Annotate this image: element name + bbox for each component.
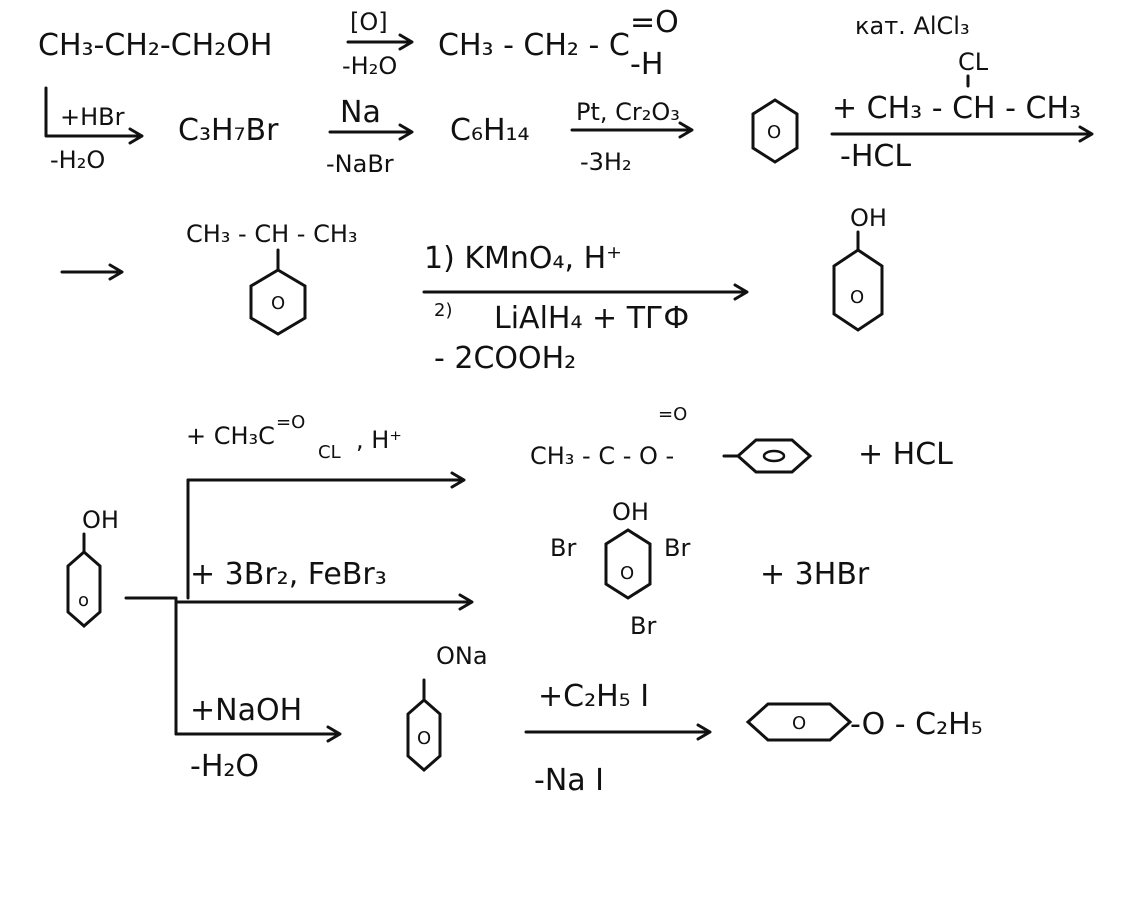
acylation-hcl-byproduct: + HCL [858, 437, 953, 472]
platinum-catalyst: Pt, Cr₂O₃ [576, 98, 680, 126]
propanol-formula: CH₃-CH₂-CH₂OH [38, 28, 272, 63]
tribromophenol-hydroxyl: OH [612, 498, 649, 526]
phenetole-ring-center: O [792, 713, 806, 734]
cumene-ring-center: O [271, 293, 285, 314]
nai-byproduct: -Na I [534, 763, 604, 798]
tribromophenol-ring: O [604, 528, 652, 600]
sodium-phenoxide-ona: ONa [436, 642, 488, 670]
propanal-carbonyl-oxygen: =O [630, 5, 679, 40]
tribromophenol-ring-center: O [620, 563, 634, 584]
hbr-byproduct: -H₂O [50, 146, 105, 174]
acetyl-chloride-reagent: + CH₃C [186, 422, 275, 450]
arrow-hbr [44, 86, 144, 145]
phenol-ring: O [832, 248, 884, 332]
propanal-hydrogen: -H [630, 47, 663, 82]
sodium-phenoxide-ring: O [406, 698, 442, 772]
hcl-byproduct: -HCL [840, 139, 911, 174]
arrow-continuation [60, 263, 124, 281]
arrow-acylation [186, 471, 466, 489]
propyl-bromide-formula: C₃H₇Br [178, 113, 279, 148]
catalyst-label: кат. AlCl₃ [855, 12, 970, 40]
hbr-reagent: +HBr [60, 103, 125, 131]
cumene-ring: O [249, 268, 307, 336]
arrow-wurtz [328, 123, 414, 141]
bromine-right: Br [664, 534, 690, 562]
oxidation-byproduct: -H₂O [342, 52, 397, 80]
phenyl-acetate-formula: CH₃ - C - O - [530, 442, 674, 470]
chlorine-substituent: CL [958, 48, 989, 76]
benzene-ring-center: O [767, 122, 781, 143]
phenetole-ring: O [745, 702, 853, 742]
arrow-bromination [174, 593, 474, 611]
bromine-reagent: + 3Br₂, FeBr₃ [190, 557, 387, 592]
hydrogen-byproduct: -3H₂ [580, 148, 632, 176]
starting-phenol-hydroxyl: OH [82, 506, 119, 534]
propanal-formula: CH₃ - CH₂ - C [438, 28, 630, 63]
kmno4-step: 1) KMnO₄, H⁺ [424, 241, 622, 276]
phenol-ring-center: O [850, 287, 864, 308]
hbr-byproduct: + 3HBr [760, 557, 870, 592]
starting-phenol-ring: o [66, 550, 102, 628]
benzene-ring: O [751, 98, 799, 164]
water-byproduct: -H₂O [190, 749, 259, 784]
arrow-oxidation-cumene [422, 283, 749, 301]
arrow-oxidation [346, 33, 414, 51]
nabr-byproduct: -NaBr [326, 150, 394, 178]
side-product: - 2COOH₂ [434, 341, 576, 376]
phenetole-ethoxy-group: -O - C₂H₅ [850, 707, 983, 742]
phenyl-acetate-carbonyl: =O [658, 404, 687, 425]
cumene-isopropyl-group: CH₃ - CH - CH₃ [186, 220, 358, 248]
arrow-alkylation [830, 125, 1094, 143]
bromine-bottom: Br [630, 612, 656, 640]
step-two-number: 2) [434, 300, 452, 321]
oxidation-reagent: [O] [350, 8, 388, 36]
sodium-reagent: Na [340, 95, 381, 130]
acetyl-chloride-chlorine: CL [318, 442, 341, 463]
phenol-hydroxyl-label: OH [850, 204, 887, 232]
arrow-dehydrocyclization [570, 121, 694, 139]
chloropropane-reagent: + CH₃ - CH - CH₃ [832, 91, 1081, 126]
lialh4-step: LiAlH₄ + ТГФ [494, 301, 689, 336]
acid-catalyst: , H⁺ [356, 426, 402, 454]
branch-connectors [124, 478, 190, 736]
ethyl-iodide-reagent: +C₂H₅ I [538, 679, 649, 714]
starting-phenol-ring-center: o [78, 590, 89, 611]
bromine-left: Br [550, 534, 576, 562]
arrow-williamson [524, 723, 712, 741]
phenyl-acetate-ring [735, 438, 813, 474]
naoh-reagent: +NaOH [190, 693, 302, 728]
hexane-formula: C₆H₁₄ [450, 113, 530, 148]
sodium-phenoxide-ring-center: O [417, 728, 431, 749]
arrow-neutralization [174, 725, 342, 743]
acetyl-chloride-oxygen: =O [276, 412, 305, 433]
